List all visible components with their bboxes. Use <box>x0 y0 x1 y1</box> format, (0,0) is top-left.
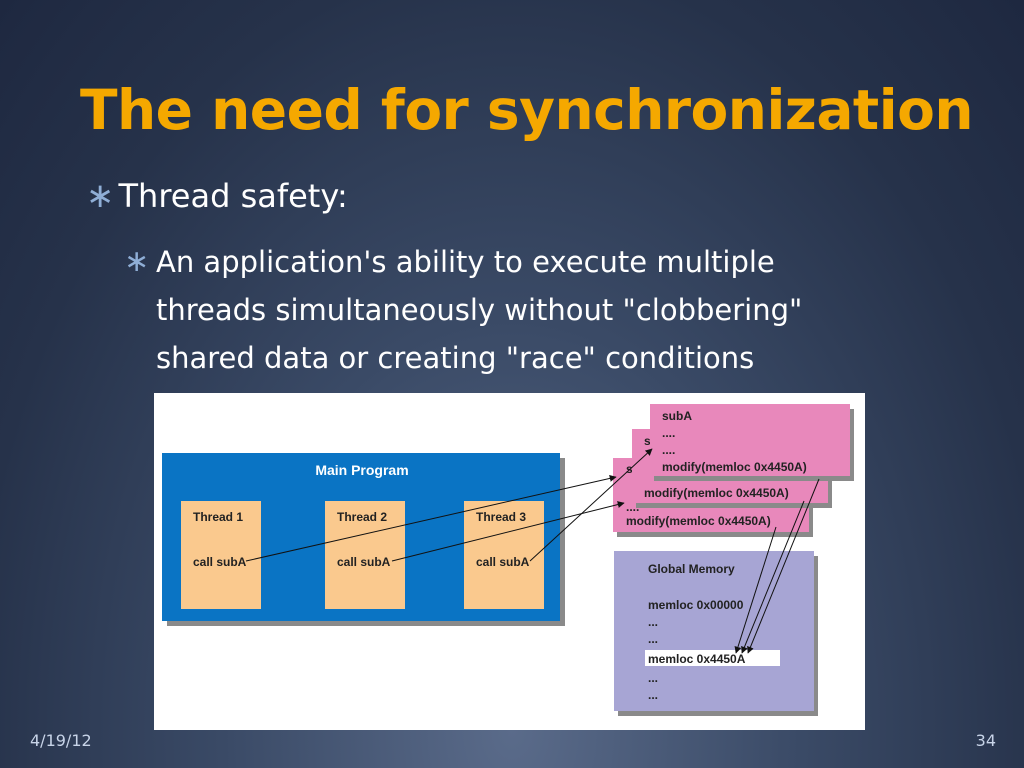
footer-date: 4/19/12 <box>30 731 92 750</box>
thread-3-box <box>464 501 544 609</box>
memory-tail-0: ... <box>648 671 658 685</box>
memory-highlight-bg <box>645 650 780 666</box>
arrow-modify-memory-2 <box>741 500 805 654</box>
asterisk-icon: ∗ <box>124 244 150 279</box>
diagram-svg: Main Program Thread 1 call subA Thread 2… <box>162 404 854 716</box>
page-number: 34 <box>975 731 996 750</box>
arrow-modify-memory-3 <box>747 478 820 654</box>
thread-2-call: call subA <box>337 555 391 569</box>
bullet-thread-safety: ∗Thread safety: <box>86 176 348 216</box>
memory-line-2: ... <box>648 632 658 646</box>
arrow-thread3-suba <box>529 448 653 562</box>
arrow-modify-memory-1 <box>734 526 777 654</box>
bullet-definition: ∗ An application's ability to execute mu… <box>124 238 886 382</box>
thread-2-label: Thread 2 <box>337 510 387 524</box>
suba-line1: .... <box>662 426 675 440</box>
thread-3-call: call subA <box>476 555 530 569</box>
thread-1-box <box>181 501 261 609</box>
thread-1-call: call subA <box>193 555 247 569</box>
suba-title: subA <box>662 409 692 423</box>
suba-front-modify: modify(memloc 0x4450A) <box>662 460 807 474</box>
asterisk-icon: ∗ <box>86 176 115 216</box>
arrow-thread1-suba <box>245 474 617 562</box>
suba-line2: .... <box>662 443 675 457</box>
bullet1-text: Thread safety: <box>118 177 348 215</box>
slide-title: The need for synchronization <box>80 78 974 142</box>
memory-line-1: ... <box>648 615 658 629</box>
memory-tail-1: ... <box>648 688 658 702</box>
threads-diagram: Main Program Thread 1 call subA Thread 2… <box>154 393 865 730</box>
thread-3: Thread 3 call subA <box>464 501 544 609</box>
suba-middle-modify: modify(memloc 0x4450A) <box>644 486 789 500</box>
thread-2: Thread 2 call subA <box>325 501 405 609</box>
bullet2-text: An application's ability to execute mult… <box>156 245 803 375</box>
suba-back-modify: modify(memloc 0x4450A) <box>626 514 771 528</box>
thread-1-label: Thread 1 <box>193 510 243 524</box>
thread-1: Thread 1 call subA <box>181 501 261 609</box>
suba-front-rect <box>650 404 850 476</box>
memory-highlight: memloc 0x4450A <box>648 652 746 666</box>
memory-box <box>614 551 814 711</box>
memory-title: Global Memory <box>648 562 735 576</box>
arrow-thread2-suba <box>391 501 625 562</box>
suba-box-front: subA .... .... modify(memloc 0x4450A) <box>650 404 854 481</box>
thread-3-label: Thread 3 <box>476 510 526 524</box>
memory-line-0: memloc 0x00000 <box>648 598 744 612</box>
main-program-label: Main Program <box>315 462 408 478</box>
thread-2-box <box>325 501 405 609</box>
suba-middle-stub: s <box>644 434 651 448</box>
